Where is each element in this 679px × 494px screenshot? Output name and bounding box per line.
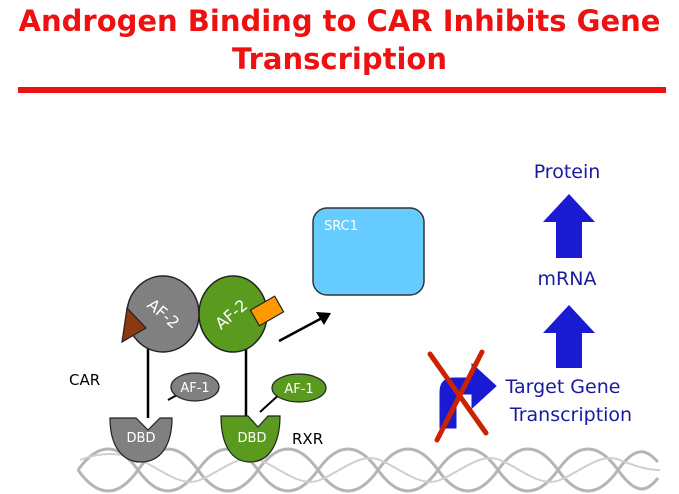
car-af2-domain: AF-2 [126, 275, 200, 353]
page-title: Androgen Binding to CAR Inhibits Gene Tr… [0, 2, 679, 78]
arrow-to-protein [543, 194, 595, 258]
recruitment-arrow [278, 312, 331, 343]
target-gene-line-1: Target Gene [504, 376, 620, 398]
target-gene-label: Target Gene Transcription [504, 376, 632, 426]
rxr-dbd-domain: DBD [220, 415, 281, 463]
arrow-to-mrna [543, 305, 595, 368]
target-gene-line-2: Transcription [509, 404, 632, 426]
protein-label: Protein [534, 161, 601, 183]
car-dbd-label: DBD [127, 431, 156, 446]
car-label: CAR [69, 371, 100, 389]
rxr-dbd-label: DBD [238, 431, 267, 446]
title-line-1: Androgen Binding to CAR Inhibits Gene [18, 4, 661, 38]
rxr-ligand [249, 295, 285, 327]
rxr-af1-domain: AF-1 [271, 373, 327, 403]
src1-box: SRC1 [312, 207, 425, 296]
rxr-label: RXR [292, 430, 323, 448]
car-af1-domain: AF-1 [170, 372, 220, 402]
car-dbd-domain: DBD [109, 417, 173, 463]
src1-label: SRC1 [324, 219, 358, 234]
mrna-label: mRNA [538, 268, 597, 290]
car-af1-label: AF-1 [180, 381, 209, 396]
title-underline [18, 87, 666, 93]
rxr-af2-domain: AF-2 [198, 275, 268, 353]
inhibition-cross [427, 349, 489, 443]
androgen-ligand [121, 306, 147, 344]
title-line-2: Transcription [232, 42, 447, 76]
rxr-af1-label: AF-1 [284, 382, 313, 397]
dna-helix [76, 447, 661, 493]
